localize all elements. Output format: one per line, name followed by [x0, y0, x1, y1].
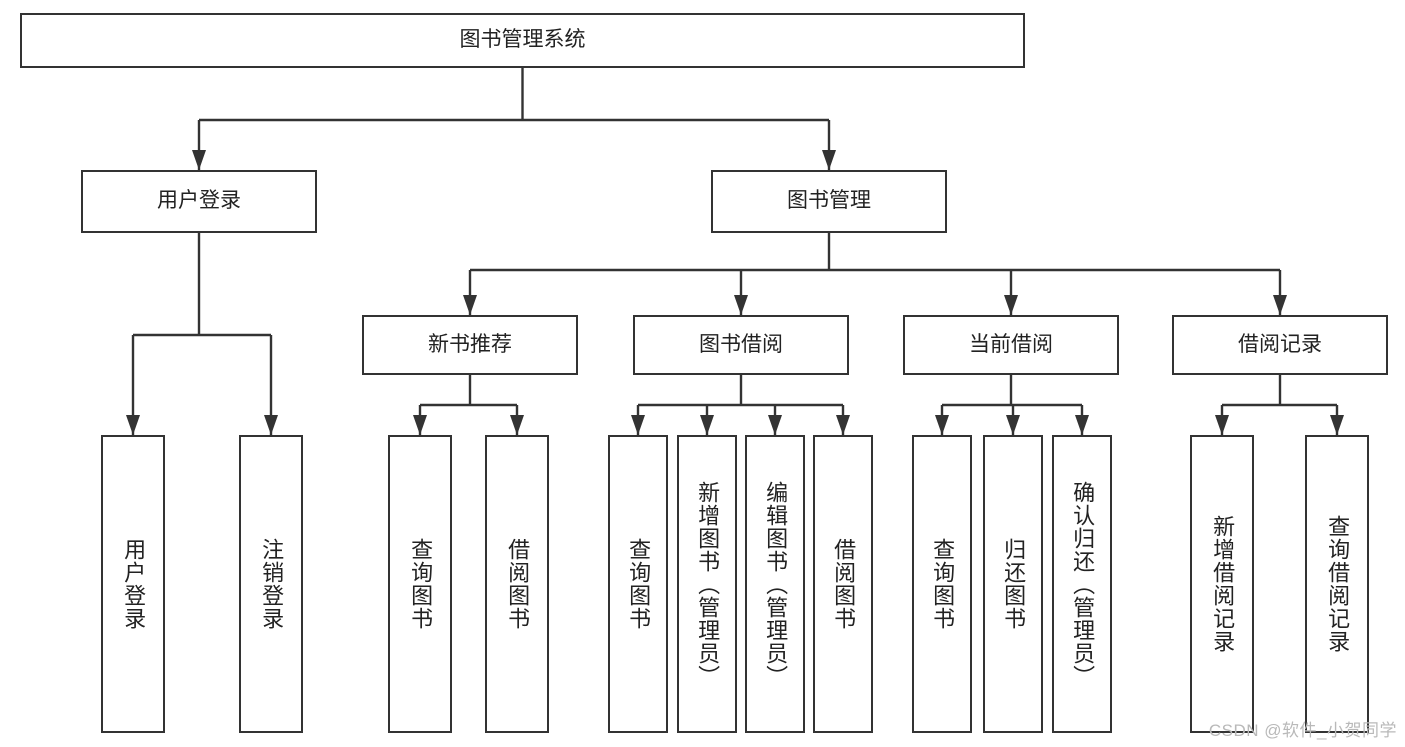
- node-leaf_user_logout[interactable]: 注销登录: [239, 435, 303, 733]
- node-borrow_record[interactable]: 借阅记录: [1172, 315, 1388, 375]
- node-label: 借阅图书: [831, 538, 857, 630]
- arrowhead-leaf_add_record: [1215, 415, 1229, 435]
- node-new_book_rec[interactable]: 新书推荐: [362, 315, 578, 375]
- node-user_login[interactable]: 用户登录: [81, 170, 317, 233]
- node-leaf_query_book_1[interactable]: 查询图书: [388, 435, 452, 733]
- node-label: 图书管理系统: [459, 28, 586, 52]
- node-label: 查询图书: [626, 538, 652, 630]
- node-label: 用户登录: [157, 189, 241, 213]
- watermark: CSDN @软件_小贺同学: [1208, 721, 1397, 740]
- arrowhead-borrow_record: [1273, 295, 1287, 315]
- arrowhead-leaf_query_record: [1330, 415, 1344, 435]
- node-leaf_query_book_2[interactable]: 查询图书: [608, 435, 668, 733]
- arrowhead-leaf_confirm_return: [1075, 415, 1089, 435]
- node-leaf_confirm_return[interactable]: 确认归还（管理员）: [1052, 435, 1112, 733]
- arrowhead-leaf_borrow_book_1: [510, 415, 524, 435]
- node-leaf_borrow_book_2[interactable]: 借阅图书: [813, 435, 873, 733]
- arrowhead-user_login: [192, 150, 206, 170]
- node-book_mgmt[interactable]: 图书管理: [711, 170, 947, 233]
- arrowhead-leaf_query_book_2: [631, 415, 645, 435]
- node-label: 借阅记录: [1238, 332, 1322, 356]
- node-label: 图书管理: [787, 189, 871, 213]
- node-label: 归还图书: [1001, 538, 1027, 630]
- arrowhead-current_borrow: [1004, 295, 1018, 315]
- arrowhead-leaf_user_logout: [264, 415, 278, 435]
- node-label: 注销登录: [259, 538, 285, 630]
- node-leaf_add_record[interactable]: 新增借阅记录: [1190, 435, 1254, 733]
- node-book_borrow[interactable]: 图书借阅: [633, 315, 849, 375]
- arrowhead-leaf_add_book: [700, 415, 714, 435]
- arrowhead-leaf_query_book_3: [935, 415, 949, 435]
- node-label: 编辑图书（管理员）: [763, 480, 789, 688]
- node-label: 查询图书: [408, 538, 434, 630]
- arrowhead-leaf_query_book_1: [413, 415, 427, 435]
- node-label: 新书推荐: [428, 332, 512, 356]
- node-leaf_borrow_book_1[interactable]: 借阅图书: [485, 435, 549, 733]
- node-label: 确认归还（管理员）: [1070, 480, 1096, 688]
- node-leaf_query_record[interactable]: 查询借阅记录: [1305, 435, 1369, 733]
- node-leaf_return_book[interactable]: 归还图书: [983, 435, 1043, 733]
- arrowhead-leaf_edit_book: [768, 415, 782, 435]
- arrowhead-leaf_user_login: [126, 415, 140, 435]
- node-leaf_add_book[interactable]: 新增图书（管理员）: [677, 435, 737, 733]
- node-label: 新增借阅记录: [1210, 515, 1236, 653]
- arrowhead-book_borrow: [734, 295, 748, 315]
- node-label: 借阅图书: [505, 538, 531, 630]
- node-label: 新增图书（管理员）: [695, 480, 721, 688]
- node-leaf_edit_book[interactable]: 编辑图书（管理员）: [745, 435, 805, 733]
- node-current_borrow[interactable]: 当前借阅: [903, 315, 1119, 375]
- arrowhead-leaf_borrow_book_2: [836, 415, 850, 435]
- node-label: 用户登录: [121, 538, 147, 630]
- node-leaf_query_book_3[interactable]: 查询图书: [912, 435, 972, 733]
- node-label: 图书借阅: [699, 332, 783, 356]
- node-label: 查询借阅记录: [1325, 515, 1351, 653]
- arrowhead-leaf_return_book: [1006, 415, 1020, 435]
- node-label: 当前借阅: [969, 332, 1053, 356]
- arrowhead-new_book_rec: [463, 295, 477, 315]
- node-root[interactable]: 图书管理系统: [20, 13, 1025, 68]
- arrowhead-book_mgmt: [822, 150, 836, 170]
- node-label: 查询图书: [930, 538, 956, 630]
- node-leaf_user_login[interactable]: 用户登录: [101, 435, 165, 733]
